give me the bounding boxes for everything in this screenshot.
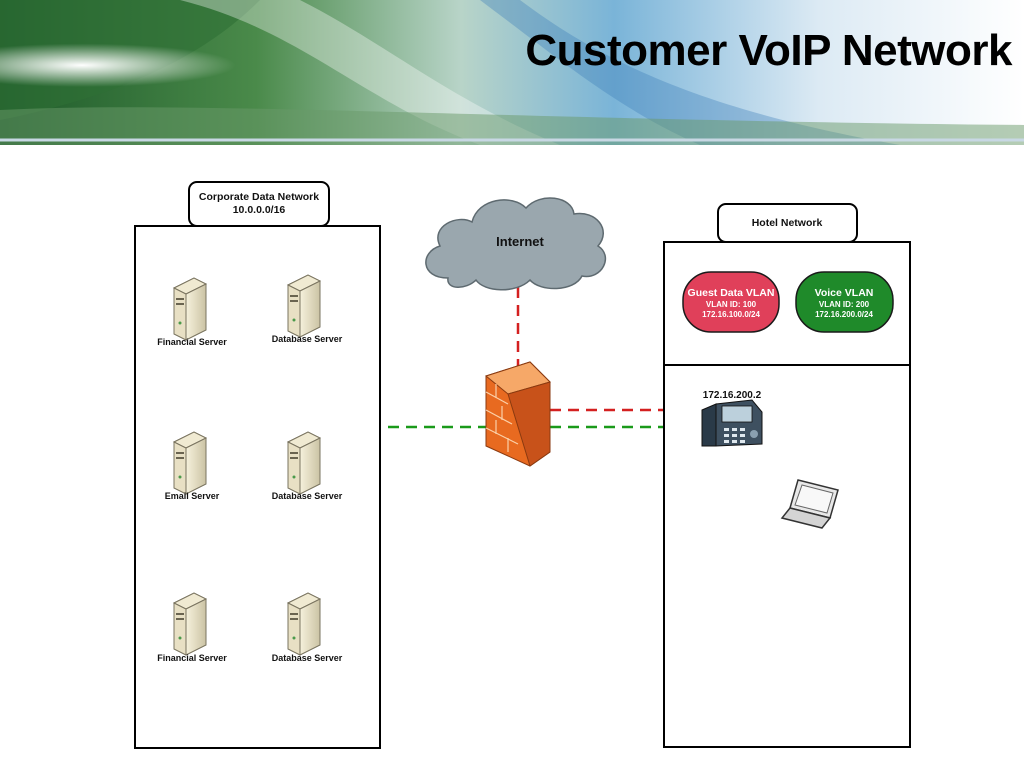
server-database-2: Database Server (272, 431, 343, 501)
server-label: Database Server (272, 491, 343, 501)
cloud-icon (425, 197, 607, 291)
guest-vlan-name: Guest Data VLAN (688, 287, 775, 299)
hotel-network-name: Hotel Network (752, 217, 823, 229)
guest-vlan-pill (682, 271, 780, 333)
firewall-icon (484, 361, 551, 467)
corporate-network-name: Corporate Data Network (199, 191, 319, 203)
slide-title: Customer VoIP Network (525, 26, 1012, 75)
server-label: Database Server (272, 653, 343, 663)
server-label: Database Server (272, 334, 343, 344)
server-icon (287, 431, 321, 495)
server-email: Email Server (165, 431, 220, 501)
server-label: Financial Server (157, 337, 227, 347)
voice-vlan-pill (795, 271, 894, 333)
server-database-3: Database Server (272, 592, 343, 663)
voice-vlan-name: Voice VLAN (815, 287, 874, 299)
firewall (484, 361, 551, 467)
guest-vlan-subnet: 172.16.100.0/24 (702, 310, 760, 319)
server-label: Financial Server (157, 653, 227, 663)
guest-vlan-id: VLAN ID: 100 (706, 300, 757, 309)
ip-phone-icon (701, 399, 763, 447)
corporate-network-subnet: 10.0.0.0/16 (233, 204, 286, 216)
voice-vlan: Voice VLAN VLAN ID: 200 172.16.200.0/24 (795, 271, 894, 333)
server-financial-1: Financial Server (157, 277, 227, 347)
internet-label: Internet (496, 234, 544, 249)
server-icon (287, 592, 321, 656)
phone-ip-label: 172.16.200.2 (703, 390, 762, 401)
server-database-1: Database Server (272, 274, 343, 344)
corporate-network: Corporate Data Network 10.0.0.0/16 Finan… (134, 181, 381, 749)
server-icon (173, 592, 207, 656)
server-label: Email Server (165, 491, 220, 501)
hotel-network: Hotel Network Guest Data VLAN VLAN ID: 1… (663, 203, 911, 748)
hotel-network-label-box (717, 203, 858, 243)
internet-cloud: Internet (425, 197, 607, 291)
server-icon (173, 277, 207, 341)
voice-vlan-id: VLAN ID: 200 (819, 300, 870, 309)
header-banner (0, 0, 1024, 145)
server-icon (287, 274, 321, 338)
server-icon (173, 431, 207, 495)
ip-phone (701, 399, 763, 447)
guest-data-vlan: Guest Data VLAN VLAN ID: 100 172.16.100.… (682, 271, 780, 333)
corporate-network-box (134, 225, 381, 749)
server-financial-2: Financial Server (157, 592, 227, 663)
voice-vlan-subnet: 172.16.200.0/24 (815, 310, 873, 319)
corporate-network-label-box (188, 181, 330, 227)
